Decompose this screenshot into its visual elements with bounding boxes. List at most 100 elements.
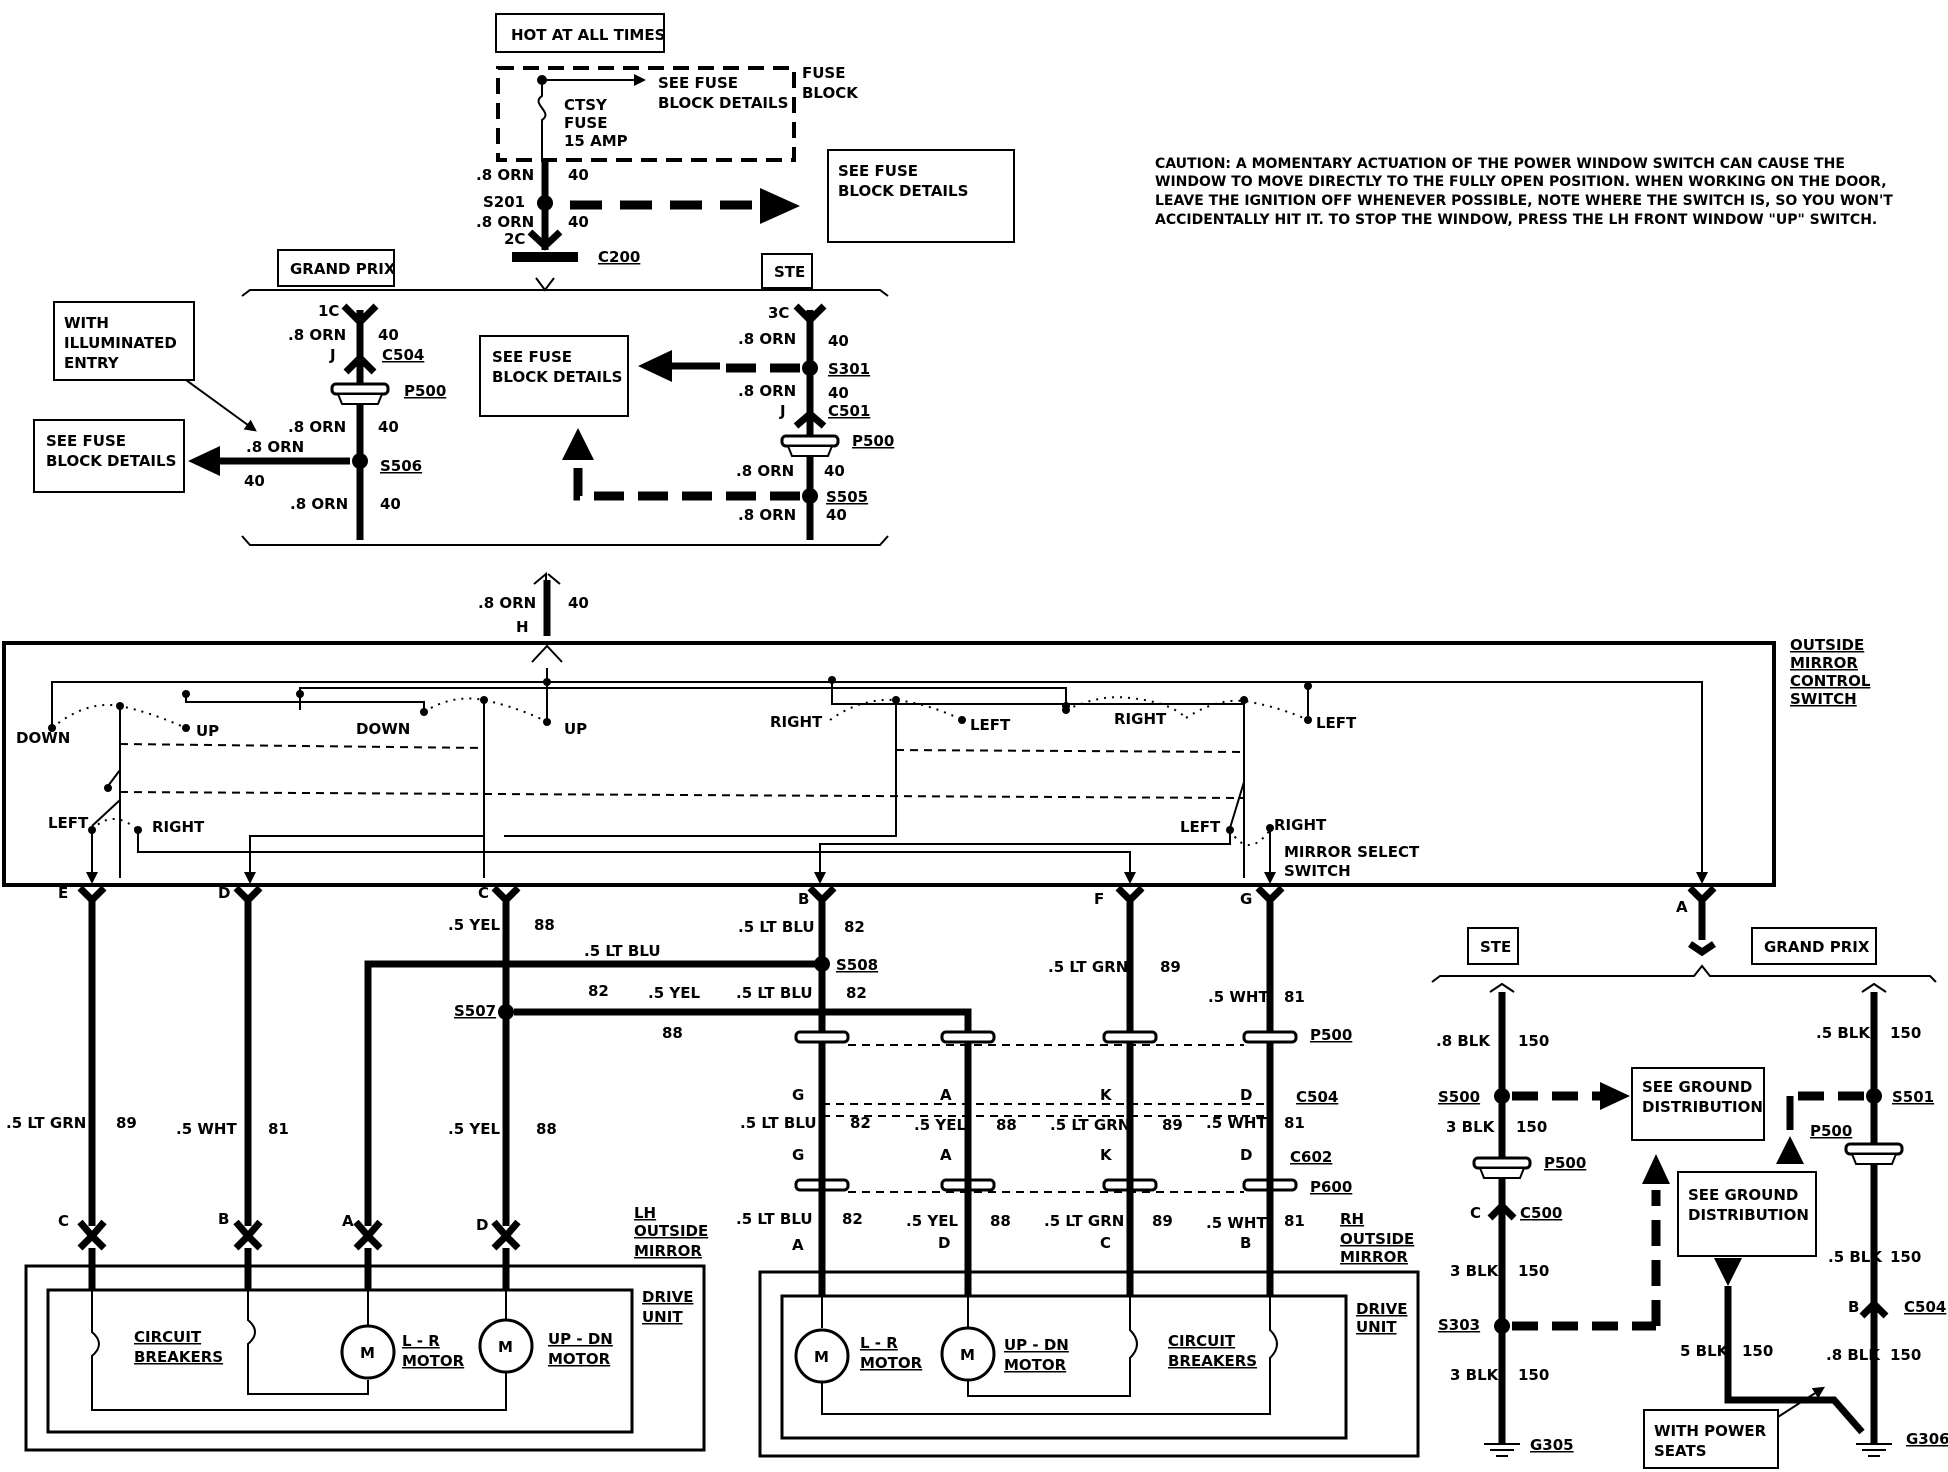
svg-text:CTSY: CTSY <box>564 96 608 114</box>
svg-text:MIRROR: MIRROR <box>1790 654 1858 672</box>
svg-text:LH: LH <box>634 1204 656 1222</box>
svg-text:G: G <box>1240 890 1252 908</box>
svg-text:F: F <box>1094 890 1104 908</box>
rh-outside-mirror: RH OUTSIDE MIRROR DRIVE UNIT M L - R MOT… <box>758 1210 1420 1458</box>
svg-text:C504: C504 <box>382 346 424 364</box>
svg-text:40: 40 <box>378 418 399 436</box>
upper-bracket <box>241 289 889 297</box>
svg-text:S201: S201 <box>483 193 525 211</box>
svg-text:FUSE: FUSE <box>802 64 845 82</box>
svg-text:LEFT: LEFT <box>1180 818 1221 836</box>
svg-text:SWITCH: SWITCH <box>1284 862 1351 880</box>
svg-text:WITH POWER: WITH POWER <box>1654 1422 1767 1440</box>
svg-text:J: J <box>779 402 786 420</box>
svg-text:S501: S501 <box>1892 1088 1934 1106</box>
svg-text:OUTSIDE: OUTSIDE <box>1340 1230 1414 1248</box>
svg-text:B: B <box>1240 1234 1251 1252</box>
svg-text:82: 82 <box>844 918 865 936</box>
svg-text:.8 ORN: .8 ORN <box>246 438 304 456</box>
svg-text:.8 BLK: .8 BLK <box>1436 1032 1491 1050</box>
ste-ground-label: STE <box>1467 927 1519 965</box>
svg-text:150: 150 <box>1516 1118 1547 1136</box>
svg-text:150: 150 <box>1890 1346 1921 1364</box>
svg-text:.8 ORN: .8 ORN <box>478 594 536 612</box>
svg-text:88: 88 <box>536 1120 557 1138</box>
s505-dashed-branch <box>562 428 800 501</box>
svg-text:RIGHT: RIGHT <box>152 818 205 836</box>
svg-text:S508: S508 <box>836 956 878 974</box>
svg-text:OUTSIDE: OUTSIDE <box>634 1222 708 1240</box>
svg-text:M: M <box>360 1344 375 1362</box>
svg-text:C500: C500 <box>1520 1204 1562 1222</box>
svg-text:SEE FUSE: SEE FUSE <box>658 74 738 92</box>
svg-text:88: 88 <box>534 916 555 934</box>
grand-prix-label: GRAND PRIX <box>277 249 396 287</box>
ground-section: A STE GRAND PRIX .8 BLK 150 S500 3 BLK 1… <box>1431 885 1948 1469</box>
svg-text:UP - DN: UP - DN <box>548 1330 613 1348</box>
svg-text:MOTOR: MOTOR <box>860 1354 923 1372</box>
power-seats-note: WITH POWER SEATS <box>1643 1409 1779 1469</box>
svg-text:HOT AT ALL TIMES: HOT AT ALL TIMES <box>511 26 665 44</box>
svg-text:150: 150 <box>1742 1342 1773 1360</box>
svg-text:150: 150 <box>1518 1032 1549 1050</box>
lh-outside-mirror: LH OUTSIDE MIRROR DRIVE UNIT CIRCUIT BRE… <box>24 1204 708 1452</box>
svg-text:82: 82 <box>588 982 609 1000</box>
svg-text:150: 150 <box>1890 1248 1921 1266</box>
svg-text:BLOCK: BLOCK <box>802 84 859 102</box>
svg-text:150: 150 <box>1518 1262 1549 1280</box>
svg-text:D: D <box>1240 1146 1252 1164</box>
svg-text:88: 88 <box>990 1212 1011 1230</box>
svg-text:UP: UP <box>196 722 219 740</box>
svg-text:C: C <box>478 884 489 902</box>
svg-text:G: G <box>792 1146 804 1164</box>
svg-text:M: M <box>498 1338 513 1356</box>
svg-text:82: 82 <box>846 984 867 1002</box>
svg-text:.5 LT GRN: .5 LT GRN <box>1044 1212 1124 1230</box>
grand-prix-ground-label: GRAND PRIX <box>1751 927 1877 965</box>
svg-text:.8 ORN: .8 ORN <box>288 418 346 436</box>
svg-text:STE: STE <box>774 263 805 281</box>
svg-text:.8 ORN: .8 ORN <box>476 213 534 231</box>
svg-text:.8 ORN: .8 ORN <box>738 382 796 400</box>
svg-text:B: B <box>1848 1298 1859 1316</box>
svg-text:40: 40 <box>568 166 589 184</box>
s201-dashed-branch <box>570 188 800 224</box>
svg-text:BREAKERS: BREAKERS <box>134 1348 223 1366</box>
svg-text:40: 40 <box>824 462 845 480</box>
svg-text:150: 150 <box>1890 1024 1921 1042</box>
svg-text:ENTRY: ENTRY <box>64 354 120 372</box>
svg-text:L - R: L - R <box>402 1332 440 1350</box>
switch-box: OUTSIDE MIRROR CONTROL SWITCH <box>2 636 1871 887</box>
ste-label: STE <box>761 253 813 289</box>
svg-text:81: 81 <box>1284 1212 1305 1230</box>
svg-text:P500: P500 <box>1544 1154 1586 1172</box>
see-ground-box-1: SEE GROUND DISTRIBUTION <box>1631 1067 1765 1141</box>
svg-text:P600: P600 <box>1310 1178 1352 1196</box>
svg-text:GRAND PRIX: GRAND PRIX <box>290 260 396 278</box>
svg-text:.5 LT GRN: .5 LT GRN <box>1050 1116 1130 1134</box>
svg-text:G: G <box>792 1086 804 1104</box>
svg-text:.5 YEL: .5 YEL <box>448 916 500 934</box>
svg-text:.8 BLK: .8 BLK <box>1826 1346 1881 1364</box>
svg-text:K: K <box>1100 1146 1113 1164</box>
switch-internal-wiring: DOWN UP DOWN UP RIGHT LEFT RIGHT LEFT LE… <box>16 668 1708 884</box>
svg-text:M: M <box>814 1348 829 1366</box>
svg-text:G306: G306 <box>1906 1430 1948 1448</box>
svg-text:.5 LT BLU: .5 LT BLU <box>584 942 661 960</box>
svg-text:E: E <box>58 884 68 902</box>
see-ground-box-2: SEE GROUND DISTRIBUTION <box>1677 1171 1817 1257</box>
svg-text:40: 40 <box>568 594 589 612</box>
svg-text:.5 YEL: .5 YEL <box>914 1116 966 1134</box>
see-fuse-box-mid: SEE FUSE BLOCK DETAILS <box>479 335 629 417</box>
fuse-block-outline: FUSE BLOCK SEE FUSE BLOCK DETAILS <box>496 64 859 162</box>
svg-text:88: 88 <box>662 1024 683 1042</box>
svg-text:DISTRIBUTION: DISTRIBUTION <box>1642 1098 1763 1116</box>
svg-text:CIRCUIT: CIRCUIT <box>1168 1332 1236 1350</box>
svg-text:.5 WHT: .5 WHT <box>1208 988 1269 1006</box>
svg-text:P500: P500 <box>1810 1122 1852 1140</box>
svg-text:S507: S507 <box>454 1002 496 1020</box>
svg-text:.5 YEL: .5 YEL <box>906 1212 958 1230</box>
svg-text:3 BLK: 3 BLK <box>1450 1262 1500 1280</box>
svg-text:CONTROL: CONTROL <box>1790 672 1871 690</box>
svg-text:89: 89 <box>1152 1212 1173 1230</box>
